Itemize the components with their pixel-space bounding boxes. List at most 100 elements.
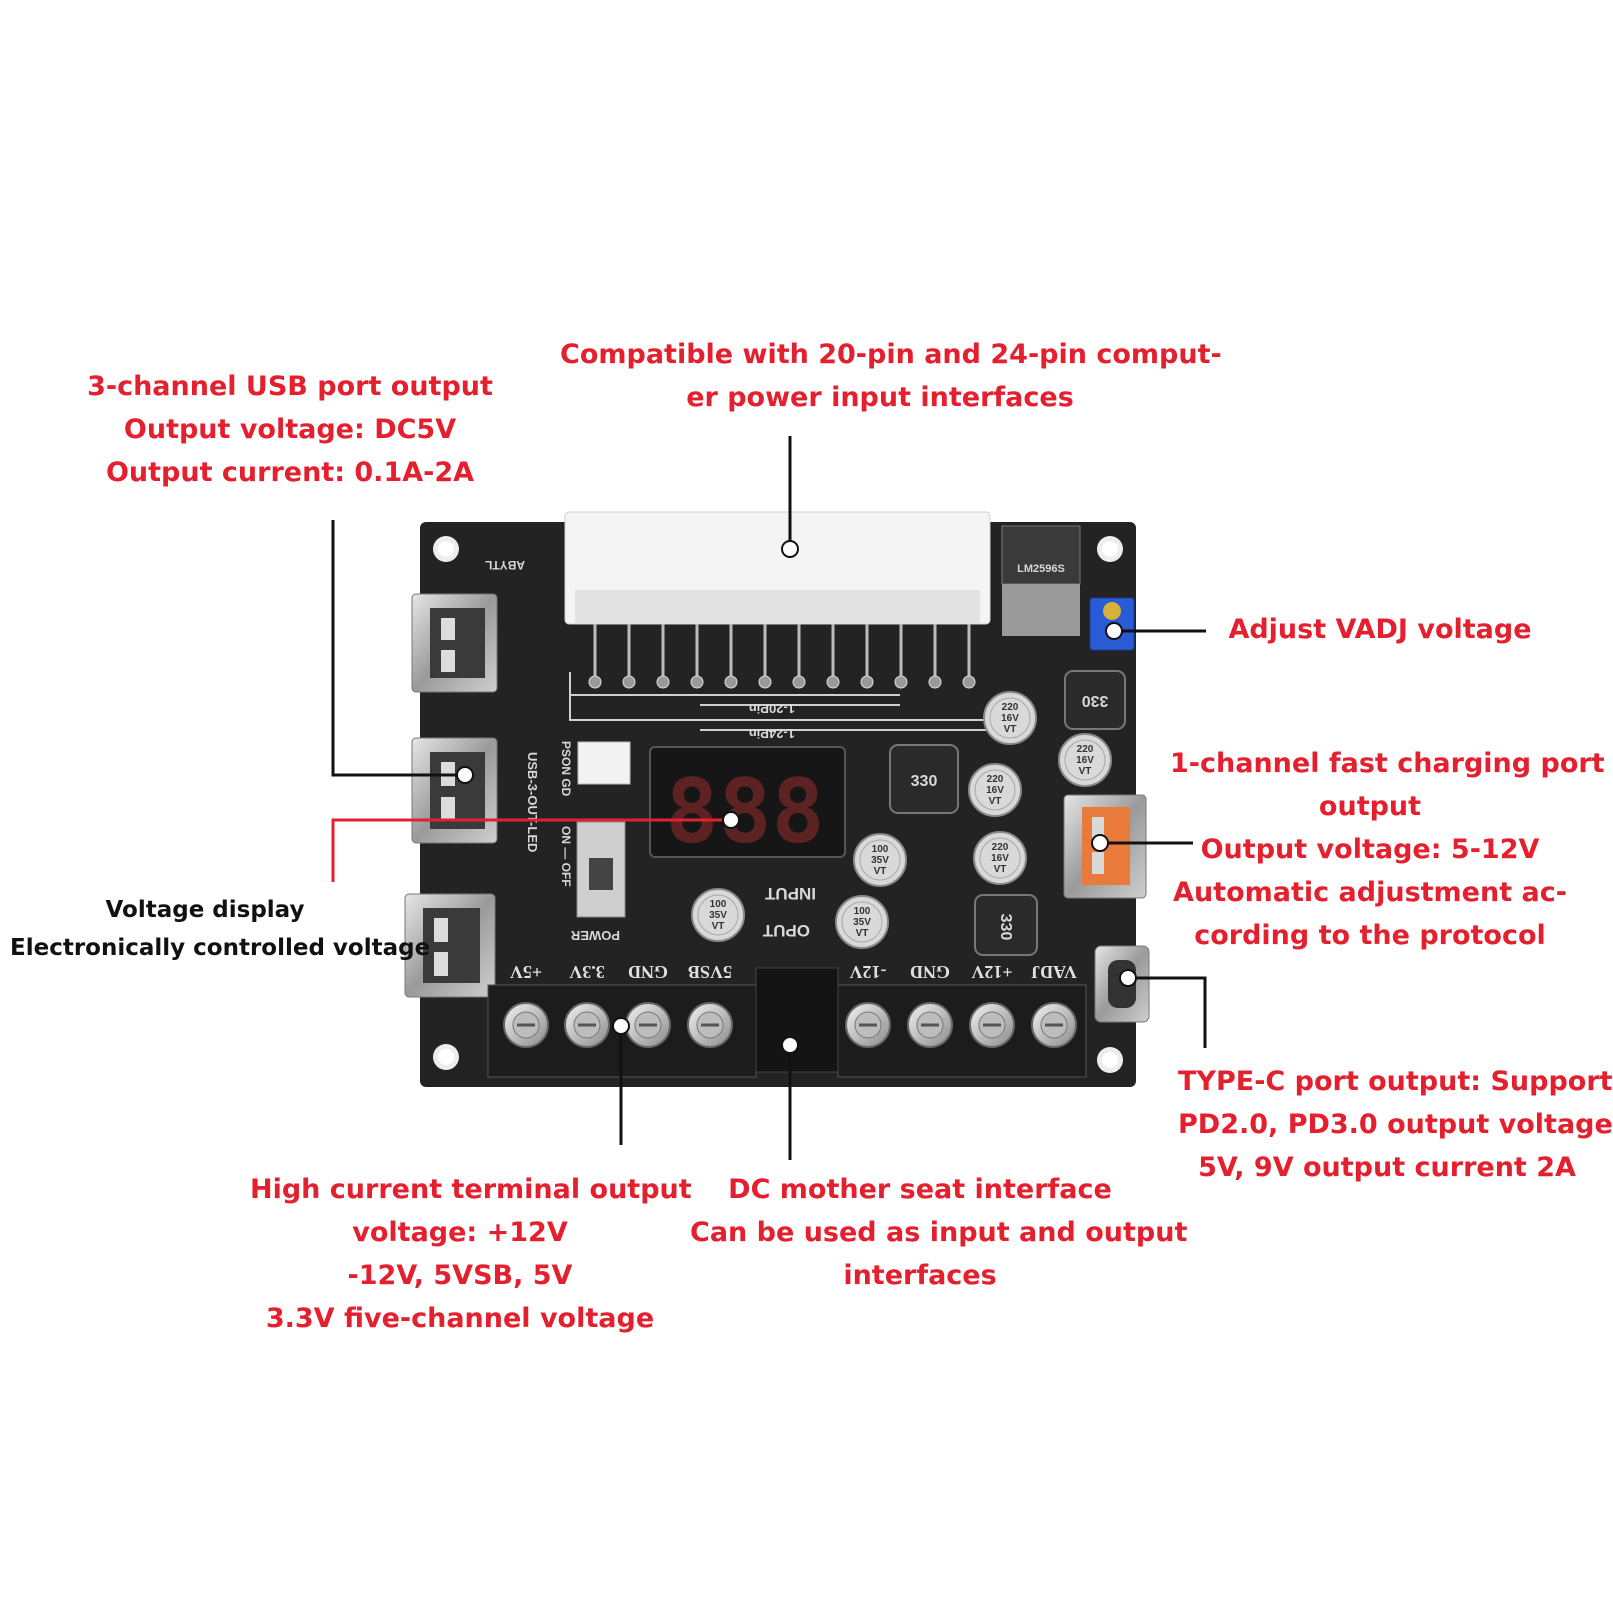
callout-typec-line-3: 5V, 9V output current 2A: [1198, 1152, 1576, 1183]
leader-display: [331, 818, 731, 882]
callout-usb-line-3: Output current: 0.1A-2A: [105, 457, 475, 488]
usb-port-1: [411, 593, 498, 693]
capacitor-label: VT: [994, 864, 1007, 875]
callout-atx: Compatible with 20-pin and 24-pin comput…: [560, 333, 1222, 419]
callout-typec-line-2: PD2.0, PD3.0 output voltage: [1178, 1109, 1613, 1140]
callout-vadj-line-1: Adjust VADJ voltage: [1228, 614, 1532, 645]
terminal-screw: [1031, 1002, 1077, 1048]
callout-atx-line-1: Compatible with 20-pin and 24-pin comput…: [560, 339, 1222, 370]
anchor-dots: [456, 540, 1137, 1054]
anchor-usb: [456, 766, 474, 784]
callout-typec: TYPE-C port output: Support PD2.0, PD3.0…: [1178, 1060, 1613, 1189]
callout-dc: DC mother seat interface Can be used as …: [690, 1168, 1188, 1297]
callout-usb-line-1: 3-channel USB port output: [87, 371, 493, 402]
anchor-vadj: [1105, 622, 1123, 640]
atx-pin-pad: [690, 675, 704, 689]
atx-pin-pad: [826, 675, 840, 689]
capacitor-label: VT: [856, 928, 869, 939]
anchor-terminal: [612, 1017, 630, 1035]
capacitor-label: VT: [712, 921, 725, 932]
callout-dc-line-3: interfaces: [843, 1260, 997, 1291]
usb-port-2: [411, 737, 498, 844]
leader-typec: [1128, 976, 1207, 1048]
power-switch: [576, 821, 626, 918]
display-digits: 888: [666, 760, 825, 863]
callout-display-line-1: Voltage display: [105, 897, 305, 923]
capacitor-label: VT: [989, 796, 1002, 807]
anchor-display: [722, 811, 740, 829]
atx-pin-pad: [928, 675, 942, 689]
atx-pin-pad: [656, 675, 670, 689]
pin-label-20: 1-20Pin: [749, 701, 795, 716]
atx-pin-pad: [758, 675, 772, 689]
dc-jack: [755, 967, 839, 1073]
callout-display: Voltage display Electronically controlle…: [10, 891, 431, 967]
anchor-fast-charge: [1091, 834, 1109, 852]
terminal-label: GND: [628, 962, 668, 982]
atx-pin-pad: [724, 675, 738, 689]
capacitor-label: 16V: [1001, 713, 1019, 724]
capacitor-label: 100: [872, 844, 889, 855]
callout-terminal-line-3: -12V, 5VSB, 5V: [347, 1260, 573, 1291]
terminal-screw: [845, 1002, 891, 1048]
terminal-label: GND: [910, 962, 950, 982]
inductor-label-2: 330: [997, 914, 1014, 941]
power-label: POWER: [570, 928, 620, 943]
output-label: OPUT: [762, 921, 810, 940]
usb-marking: USB-3-OUT-LED: [525, 752, 540, 852]
capacitor-label: VT: [874, 866, 887, 877]
capacitor-label: 35V: [853, 917, 871, 928]
terminal-label: 5VSB: [688, 962, 732, 982]
callout-terminal: High current terminal output voltage: +1…: [250, 1168, 692, 1340]
callout-fast-charge-line-5: cording to the protocol: [1194, 920, 1546, 951]
jst-connector: [577, 741, 631, 785]
terminal-screw: [564, 1002, 610, 1048]
atx-pin-pad: [792, 675, 806, 689]
capacitor-label: 16V: [1076, 755, 1094, 766]
anchor-typec: [1119, 969, 1137, 987]
callout-fast-charge-line-2: output: [1318, 791, 1422, 822]
leader-lines: [331, 436, 1207, 1160]
callout-dc-line-2: Can be used as input and output: [690, 1217, 1188, 1248]
capacitor-label: 16V: [986, 785, 1004, 796]
capacitor-label: 100: [854, 906, 871, 917]
pin-range-marks: [569, 672, 990, 731]
atx-pin-pad: [894, 675, 908, 689]
callout-atx-line-2: er power input interfaces: [686, 382, 1074, 413]
terminal-screw: [969, 1002, 1015, 1048]
capacitor-label: 16V: [991, 853, 1009, 864]
atx-connector: [564, 511, 991, 689]
input-label: INPUT: [764, 884, 816, 903]
voltage-display-module: 888: [649, 746, 846, 863]
terminal-label: +5V: [510, 962, 542, 982]
inductors: 330 330 330: [889, 670, 1126, 956]
capacitors: 22016VVT22016VVT22016VVT22016VVT10035VVT…: [691, 691, 1112, 949]
switch-label-2: ON — OFF: [559, 826, 573, 887]
capacitor-label: VT: [1004, 724, 1017, 735]
callout-fast-charge-line-4: Automatic adjustment ac-: [1173, 877, 1567, 908]
atx-pins: [588, 624, 976, 689]
terminal-label: +12V: [971, 962, 1012, 982]
capacitor-label: 220: [1002, 702, 1019, 713]
usb-port-3: [404, 893, 496, 998]
capacitor-label: 100: [710, 899, 727, 910]
callout-fast-charge-line-1: 1-channel fast charging port: [1170, 748, 1605, 779]
terminal-screw: [687, 1002, 733, 1048]
capacitor-label: 220: [992, 842, 1009, 853]
atx-pin-pad: [962, 675, 976, 689]
capacitor-label: 35V: [871, 855, 889, 866]
mounting-holes: [433, 536, 1123, 1073]
callout-display-line-2: Electronically controlled voltage: [10, 935, 431, 961]
terminal-screws: [503, 1002, 1077, 1048]
callout-typec-line-1: TYPE-C port output: Support: [1178, 1066, 1613, 1097]
terminal-label: -12V: [850, 962, 887, 982]
callout-dc-line-1: DC mother seat interface: [728, 1174, 1112, 1205]
